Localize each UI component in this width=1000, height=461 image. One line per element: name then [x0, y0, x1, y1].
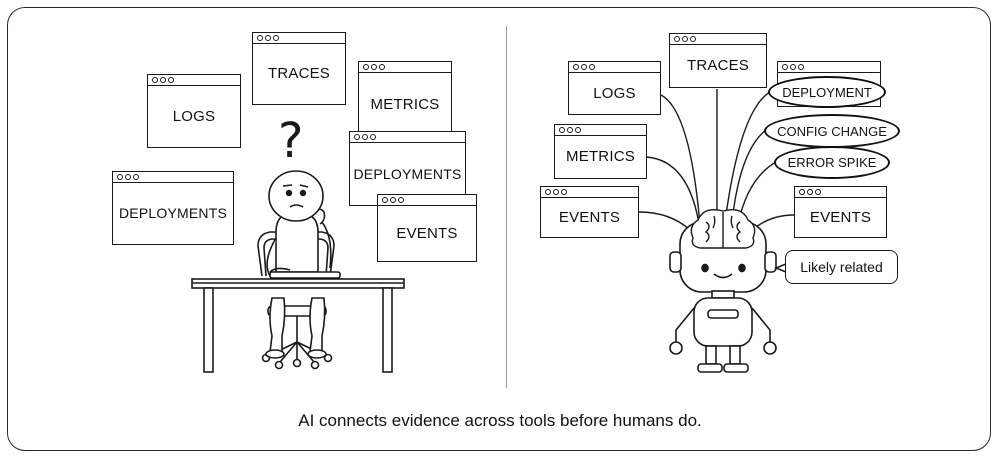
window-label: DEPLOYMENTS	[119, 205, 227, 221]
desk	[191, 278, 405, 373]
window-titlebar	[670, 34, 766, 45]
window-titlebar	[148, 75, 240, 86]
window-titlebar	[555, 125, 646, 136]
window-events-right-right: EVENTS	[794, 186, 887, 238]
brain-icon	[690, 208, 756, 249]
speech-bubble: Likely related	[785, 250, 898, 284]
window-traces-left: TRACES	[252, 32, 346, 105]
window-label: EVENTS	[396, 224, 458, 242]
window-titlebar	[541, 187, 638, 198]
window-logs-right: LOGS	[568, 61, 661, 115]
window-label: TRACES	[267, 65, 331, 82]
window-titlebar	[359, 62, 451, 73]
speech-bubble-tail	[773, 263, 787, 273]
window-titlebar	[350, 132, 465, 143]
highlight-error-spike: ERROR SPIKE	[774, 146, 890, 179]
question-mark: ?	[278, 113, 304, 169]
robot-face	[701, 263, 746, 279]
window-events-left: EVENTS	[377, 194, 477, 262]
person-head	[268, 170, 324, 222]
window-logs-left: LOGS	[147, 74, 241, 148]
highlight-config-change: CONFIG CHANGE	[764, 114, 900, 148]
window-metrics-right: METRICS	[554, 124, 647, 179]
window-label: EVENTS	[809, 208, 872, 226]
highlight-deployment: DEPLOYMENT	[768, 76, 886, 108]
caption: AI connects evidence across tools before…	[298, 411, 702, 430]
window-label: LOGS	[593, 84, 636, 102]
window-deployments-left: DEPLOYMENTS	[112, 171, 234, 245]
window-events-right-left: EVENTS	[540, 186, 639, 238]
window-label: EVENTS	[558, 208, 621, 226]
confused-person	[265, 208, 341, 359]
window-deployments-right: DEPLOYMENTS	[349, 131, 466, 206]
window-label: DEPLOYMENTS	[353, 165, 462, 182]
window-traces-right: TRACES	[669, 33, 767, 88]
window-titlebar	[569, 62, 660, 73]
window-titlebar	[795, 187, 886, 198]
panel-divider	[506, 26, 507, 388]
window-titlebar	[778, 62, 880, 73]
window-titlebar	[113, 172, 233, 183]
connection-lines	[638, 89, 795, 231]
window-label: METRICS	[370, 96, 440, 113]
window-titlebar	[253, 33, 345, 44]
window-label: METRICS	[566, 148, 635, 165]
window-metrics-left: METRICS	[358, 61, 452, 138]
window-titlebar	[378, 195, 476, 206]
window-label: LOGS	[172, 107, 216, 125]
window-label: TRACES	[686, 57, 750, 74]
